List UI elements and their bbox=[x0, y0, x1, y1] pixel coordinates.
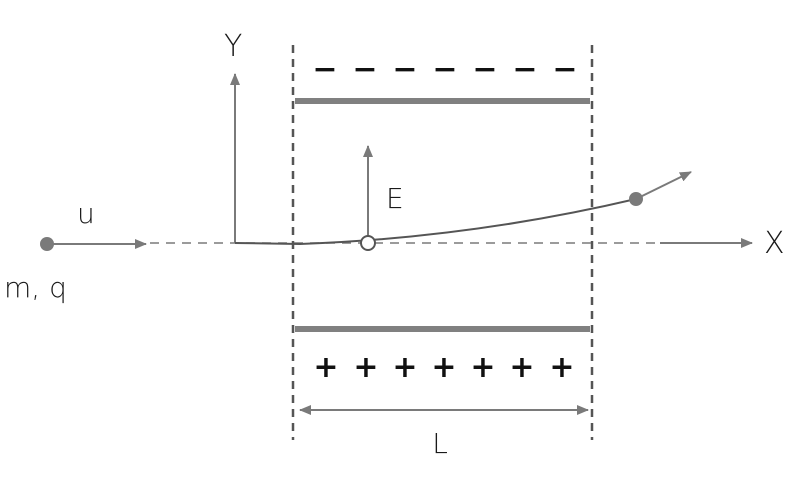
length-label: L bbox=[432, 427, 448, 460]
minus-sign: − bbox=[552, 52, 577, 87]
minus-sign: − bbox=[392, 52, 417, 87]
top-plate-charges: − − − − − − − bbox=[312, 52, 577, 87]
plus-sign: + bbox=[509, 350, 534, 385]
electric-field-label: E bbox=[386, 182, 404, 215]
minus-sign: − bbox=[472, 52, 497, 87]
exit-velocity-arrow bbox=[635, 171, 692, 200]
minus-sign: − bbox=[432, 52, 457, 87]
plus-sign: + bbox=[549, 350, 574, 385]
exiting-particle-dot bbox=[629, 192, 643, 206]
plus-sign: + bbox=[431, 350, 456, 385]
particle-trajectory bbox=[234, 198, 637, 246]
plus-sign: + bbox=[470, 350, 495, 385]
minus-sign: − bbox=[512, 52, 537, 87]
field-origin-circle bbox=[360, 235, 376, 251]
bottom-plate-charges: + + + + + + + bbox=[313, 350, 574, 385]
plus-sign: + bbox=[392, 350, 417, 385]
mass-charge-label: m, q bbox=[4, 271, 67, 304]
velocity-label: u bbox=[77, 197, 95, 230]
y-axis-label: Y bbox=[224, 29, 242, 64]
minus-sign: − bbox=[312, 52, 337, 87]
minus-sign: − bbox=[352, 52, 377, 87]
plus-sign: + bbox=[353, 350, 378, 385]
plus-sign: + bbox=[313, 350, 338, 385]
x-axis-label: X bbox=[764, 226, 785, 261]
